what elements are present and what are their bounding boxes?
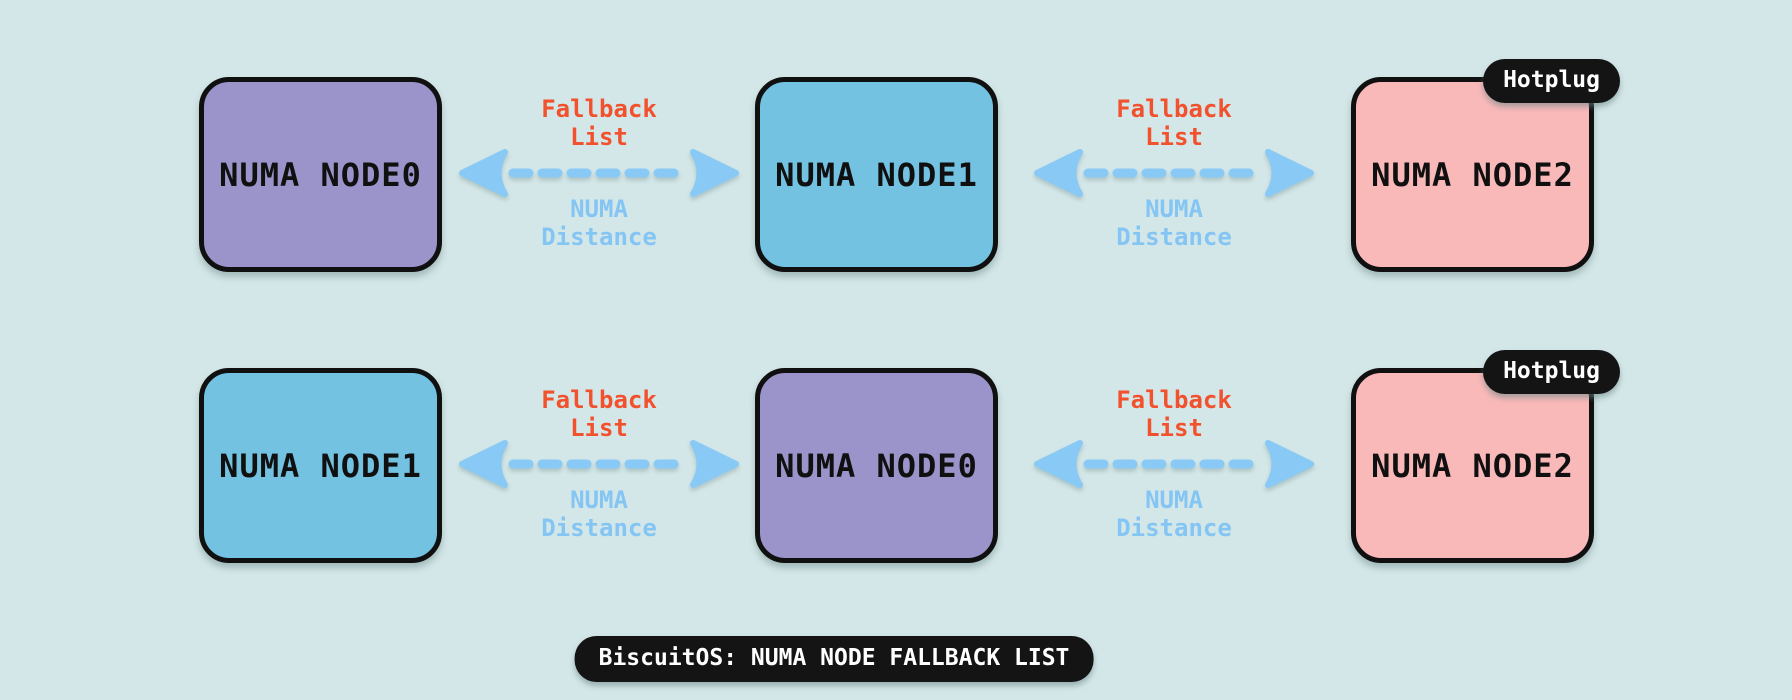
node-label: NUMA NODE2 <box>1371 446 1574 485</box>
hotplug-badge: Hotplug <box>1483 59 1620 103</box>
fallback-list-label: Fallback List <box>541 95 657 151</box>
double-arrow-icon <box>1034 149 1314 197</box>
fallback-list-line1: Fallback <box>541 95 657 123</box>
hotplug-badge: Hotplug <box>1483 350 1620 394</box>
node-label: NUMA NODE1 <box>219 446 422 485</box>
fallback-list-line2: List <box>1145 123 1203 151</box>
fallback-list-line1: Fallback <box>1116 95 1232 123</box>
row1-numa-node2-box: NUMA NODE2 Hotplug <box>1351 59 1620 272</box>
numa-distance-line2: Distance <box>1116 514 1232 542</box>
numa-distance-line2: Distance <box>1116 223 1232 251</box>
numa-distance-line1: NUMA <box>1145 195 1203 223</box>
numa-distance-line1: NUMA <box>570 486 628 514</box>
fallback-list-label: Fallback List <box>1116 386 1232 442</box>
row2-numa-node1-box: NUMA NODE1 <box>199 368 442 563</box>
row2-numa-node0-box: NUMA NODE0 <box>755 368 998 563</box>
fallback-list-label: Fallback List <box>541 386 657 442</box>
title-badge: BiscuitOS: NUMA NODE FALLBACK LIST <box>574 636 1094 682</box>
numa-distance-line1: NUMA <box>570 195 628 223</box>
row1-numa-node0-box: NUMA NODE0 <box>199 77 442 272</box>
row1-numa-node1-box: NUMA NODE1 <box>755 77 998 272</box>
row2-link-node1-node0: Fallback List NUMA Distance <box>439 386 759 542</box>
numa-distance-label: NUMA Distance <box>541 486 657 542</box>
double-arrow-icon <box>459 440 739 488</box>
fallback-list-line2: List <box>570 123 628 151</box>
node-label: NUMA NODE0 <box>775 446 978 485</box>
numa-distance-label: NUMA Distance <box>1116 195 1232 251</box>
double-arrow-icon <box>459 149 739 197</box>
fallback-list-line2: List <box>570 414 628 442</box>
numa-distance-label: NUMA Distance <box>541 195 657 251</box>
numa-distance-line1: NUMA <box>1145 486 1203 514</box>
row1-link-node0-node1: Fallback List NUMA Distance <box>439 95 759 251</box>
node-label: NUMA NODE1 <box>775 155 978 194</box>
numa-distance-label: NUMA Distance <box>1116 486 1232 542</box>
fallback-list-line2: List <box>1145 414 1203 442</box>
node-label: NUMA NODE0 <box>219 155 422 194</box>
fallback-list-label: Fallback List <box>1116 95 1232 151</box>
numa-distance-line2: Distance <box>541 514 657 542</box>
row1-link-node1-node2: Fallback List NUMA Distance <box>1014 95 1334 251</box>
fallback-list-line1: Fallback <box>541 386 657 414</box>
row2-link-node0-node2: Fallback List NUMA Distance <box>1014 386 1334 542</box>
double-arrow-icon <box>1034 440 1314 488</box>
row2-numa-node2-box: NUMA NODE2 Hotplug <box>1351 350 1620 563</box>
fallback-list-line1: Fallback <box>1116 386 1232 414</box>
numa-distance-line2: Distance <box>541 223 657 251</box>
node-label: NUMA NODE2 <box>1371 155 1574 194</box>
